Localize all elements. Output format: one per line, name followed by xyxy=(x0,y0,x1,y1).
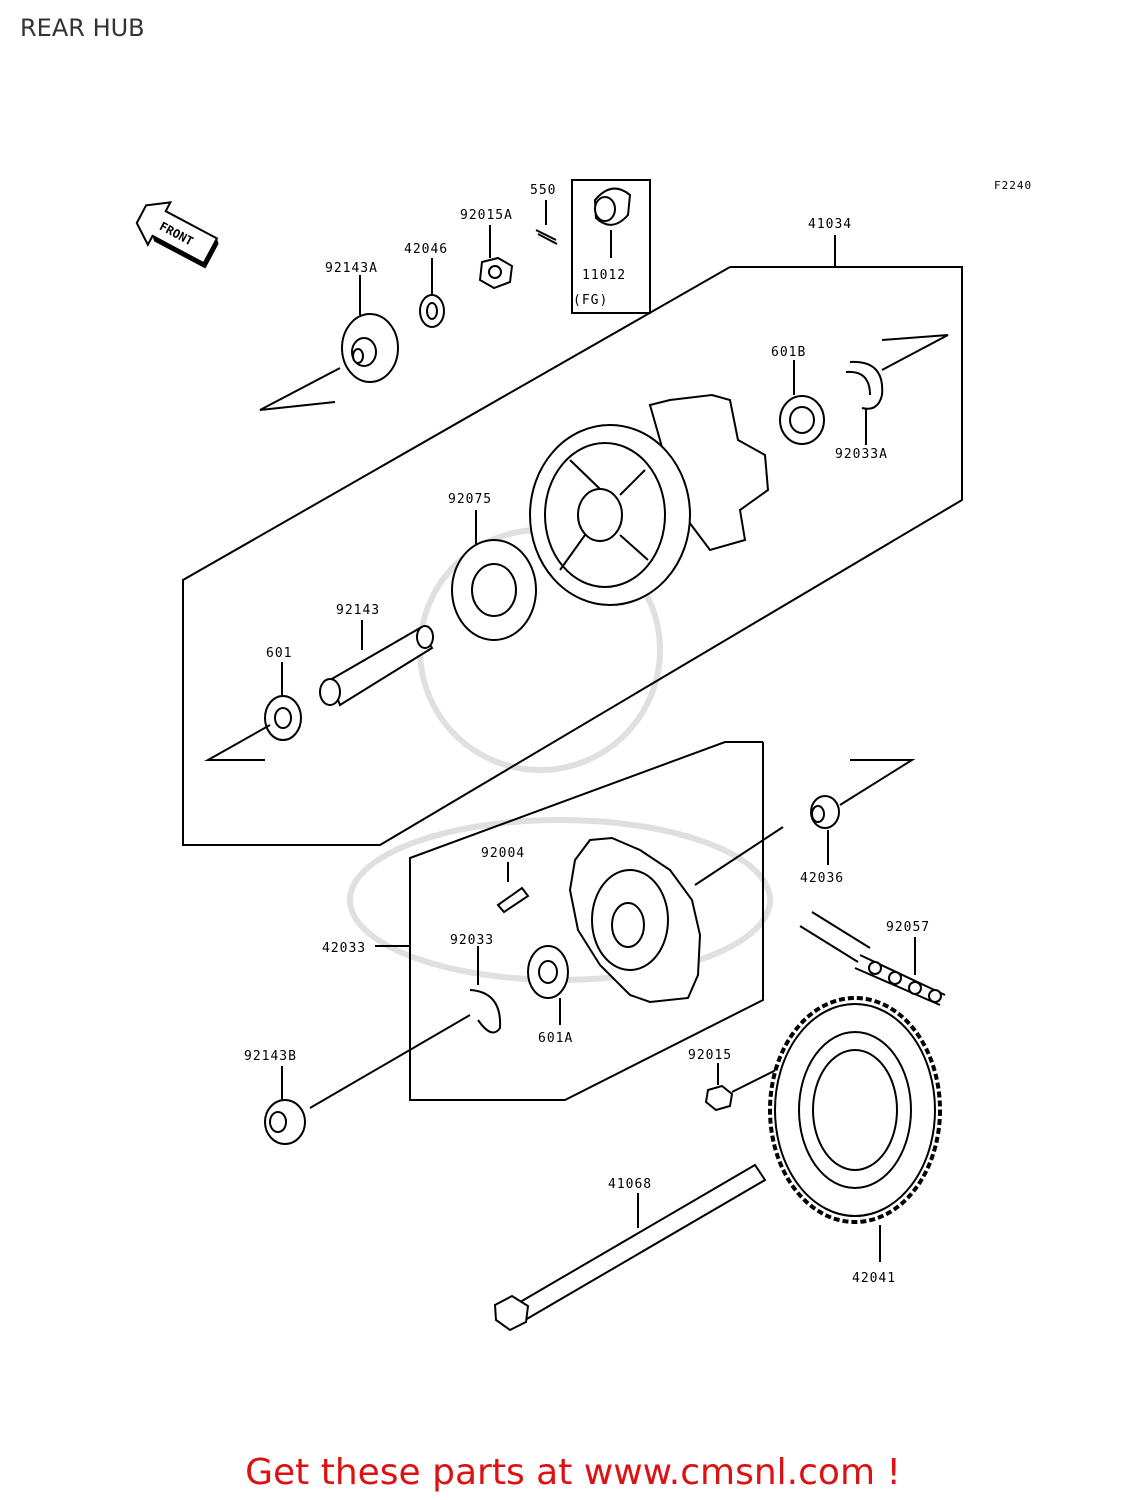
part-label-42046: 42046 xyxy=(404,242,448,257)
cap-11012-part xyxy=(593,187,632,258)
bearing-601A xyxy=(527,945,569,1025)
part-label-92057: 92057 xyxy=(886,920,930,935)
part-label-11012: 11012 xyxy=(582,268,626,283)
washer-42046 xyxy=(419,258,445,328)
part-label-601: 601 xyxy=(266,646,292,661)
circlip-92033 xyxy=(309,946,502,1109)
coupling-assembly-bracket xyxy=(375,741,764,1101)
cms-watermark xyxy=(347,527,773,983)
part-label-41068: 41068 xyxy=(608,1177,652,1192)
part-label-fg: (FG) xyxy=(573,293,608,308)
part-label-92143: 92143 xyxy=(336,603,380,618)
part-label-92033: 92033 xyxy=(450,933,494,948)
part-label-92004: 92004 xyxy=(481,846,525,861)
bearing-601B xyxy=(779,360,825,445)
cap-11012-box xyxy=(571,179,651,314)
wheel-hub xyxy=(529,393,770,606)
axle-41068 xyxy=(493,1163,767,1332)
circlip-92033A xyxy=(845,334,949,445)
part-label-92143B: 92143B xyxy=(244,1049,297,1064)
sprocket-coupling xyxy=(568,826,784,1004)
hub-assembly-bracket xyxy=(182,235,963,846)
part-label-42033: 42033 xyxy=(322,941,366,956)
part-label-92015A: 92015A xyxy=(460,208,513,223)
part-label-550: 550 xyxy=(530,183,556,198)
collar-92143 xyxy=(319,620,434,707)
nut-92015 xyxy=(704,1057,801,1112)
part-label-42036: 42036 xyxy=(800,871,844,886)
page-title: REAR HUB xyxy=(20,14,145,42)
part-label-92075: 92075 xyxy=(448,492,492,507)
front-arrow-icon: FRONT xyxy=(135,201,219,269)
footer-link[interactable]: Get these parts at www.cmsnl.com ! xyxy=(245,1452,901,1493)
part-label-92143A: 92143A xyxy=(325,261,378,276)
bearing-601 xyxy=(204,662,302,761)
part-label-601A: 601A xyxy=(538,1031,573,1046)
part-label-92015: 92015 xyxy=(688,1048,732,1063)
sprocket-42041 xyxy=(768,996,942,1262)
collar-42036 xyxy=(810,759,916,865)
part-label-92033A: 92033A xyxy=(835,447,888,462)
part-label-601B: 601B xyxy=(771,345,806,360)
part-label-41034: 41034 xyxy=(808,217,852,232)
nut-92015A xyxy=(478,225,514,290)
collar-92143A xyxy=(259,275,399,411)
ref-code: F2240 xyxy=(994,179,1032,192)
damper-92075 xyxy=(451,510,537,641)
part-label-42041: 42041 xyxy=(852,1271,896,1286)
chain-92057 xyxy=(799,911,946,1006)
cotter-pin-550 xyxy=(535,200,558,245)
collar-92143B xyxy=(264,1066,306,1145)
stud-92004 xyxy=(496,862,530,914)
